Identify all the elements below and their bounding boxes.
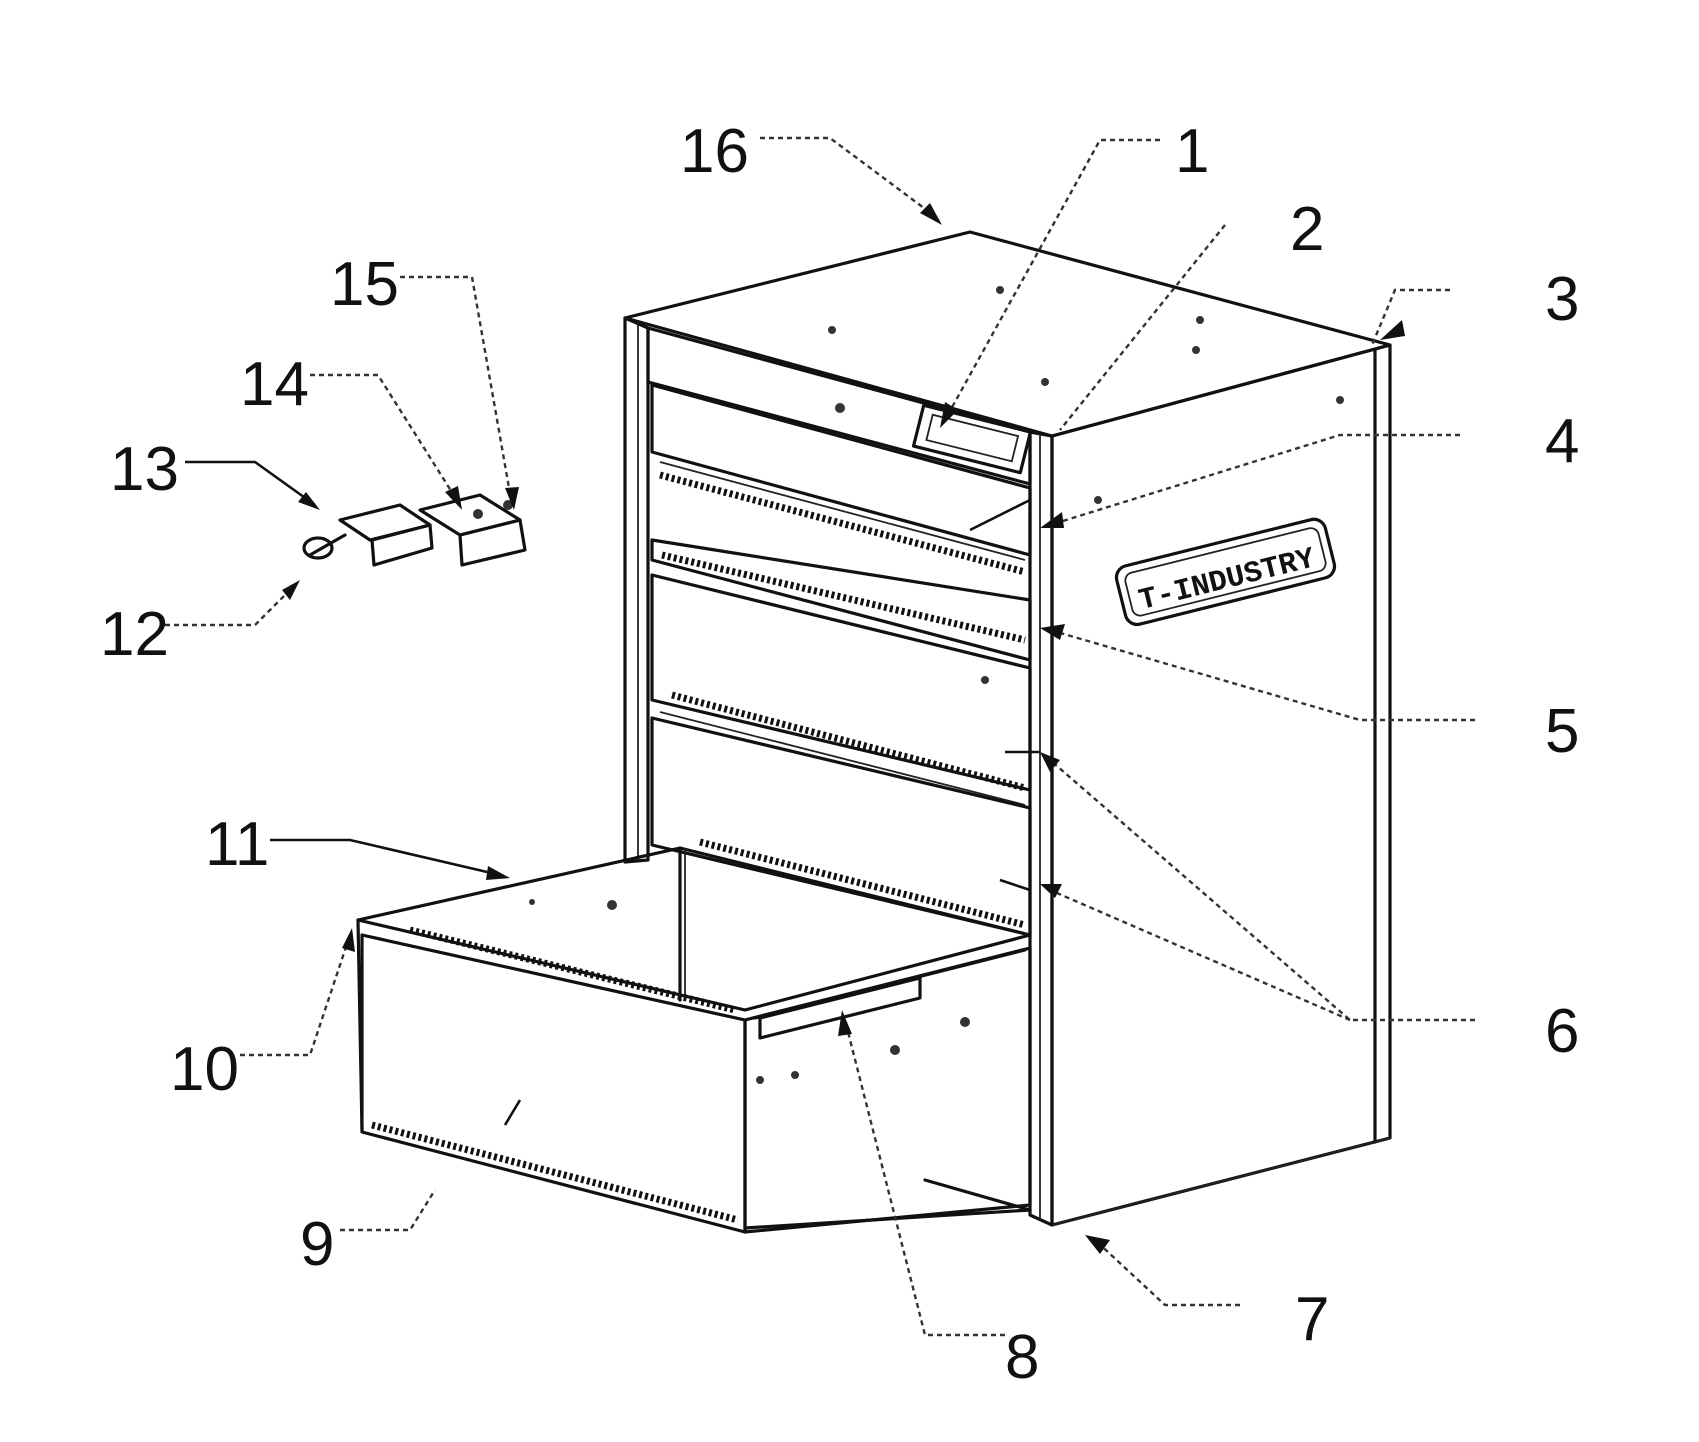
cabinet: T-INDUSTRY — [623, 230, 1392, 1230]
label-5: 5 — [1545, 697, 1579, 766]
top-front-panel — [646, 326, 1032, 486]
label-7: 7 — [1295, 1285, 1329, 1354]
label-6: 6 — [1545, 997, 1579, 1066]
label-1: 1 — [1175, 117, 1209, 186]
drawer-4-opening — [650, 716, 1032, 937]
brand-logo-text: T-INDUSTRY — [1136, 542, 1319, 619]
cabinet-side-panel — [1050, 343, 1392, 1227]
brand-logo-plate: T-INDUSTRY — [1114, 517, 1337, 627]
drawer-slide-rail — [758, 976, 922, 1040]
lock-plate — [911, 403, 1033, 475]
label-2: 2 — [1290, 195, 1324, 264]
open-drawer — [356, 846, 1032, 1234]
label-16: 16 — [680, 117, 749, 186]
lock-assembly — [302, 493, 527, 567]
leader-lines — [165, 136, 1475, 1337]
label-13: 13 — [110, 435, 179, 504]
front-left-frame — [623, 316, 650, 864]
callout-labels: 16 1 2 3 4 5 6 7 8 9 10 11 12 13 14 15 — [100, 117, 1579, 1392]
label-15: 15 — [330, 250, 399, 319]
drawer-front-panel — [360, 933, 747, 1234]
drawer-1 — [650, 383, 1032, 576]
drawer-3 — [650, 573, 1032, 806]
front-right-frame — [1028, 430, 1054, 1227]
label-12: 12 — [100, 600, 169, 669]
label-10: 10 — [170, 1035, 239, 1104]
drawer-2 — [650, 538, 1032, 662]
label-14: 14 — [240, 350, 309, 419]
label-11: 11 — [205, 810, 269, 879]
label-8: 8 — [1005, 1323, 1039, 1392]
label-4: 4 — [1545, 407, 1579, 476]
label-9: 9 — [300, 1210, 334, 1279]
label-3: 3 — [1545, 265, 1579, 334]
